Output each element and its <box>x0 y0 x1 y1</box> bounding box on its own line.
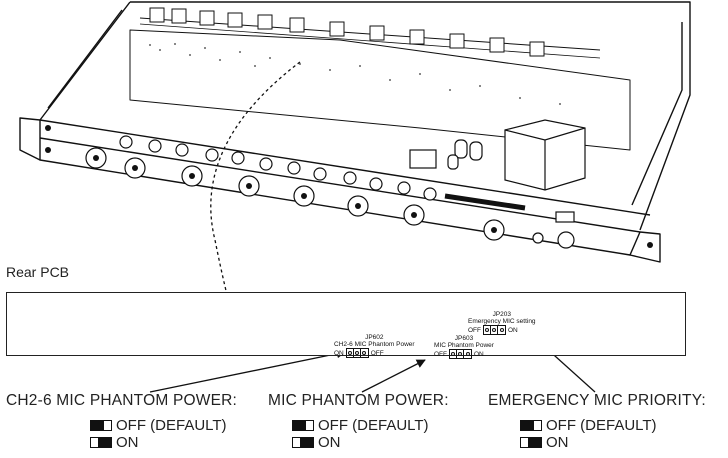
jumper-jp603-id: JP603 <box>454 335 474 342</box>
jumper-jp203-pins <box>483 325 506 335</box>
mic-phantom-callout-arrow <box>361 359 426 393</box>
ch2-6-option-off: OFF (DEFAULT) <box>90 417 227 434</box>
option-label: OFF (DEFAULT) <box>116 417 227 434</box>
ch2-6-phantom-title: CH2-6 MIC PHANTOM POWER: <box>6 392 238 409</box>
mic-phantom-option-off: OFF (DEFAULT) <box>292 417 429 434</box>
jumper-jp203-left-label: OFF <box>468 326 481 334</box>
jumper-jp602-pins <box>345 348 369 358</box>
jumper-jp203: JP203 Emergency MIC setting OFF ON <box>468 311 536 335</box>
jumper-jp203-id: JP203 <box>492 311 511 318</box>
jumper-jp602-left-label: ON <box>334 349 344 357</box>
jumper-jp602-id: JP602 <box>365 334 384 341</box>
option-label: ON <box>546 434 569 451</box>
rear-pcb-outline <box>6 292 686 356</box>
emergency-mic-title: EMERGENCY MIC PRIORITY: <box>488 392 706 409</box>
mic-phantom-title: MIC PHANTOM POWER: <box>268 392 449 409</box>
switch-off-icon <box>90 420 112 431</box>
amplifier-chassis-drawing <box>19 1 691 263</box>
jumper-jp603-pins <box>449 349 472 359</box>
emergency-option-on: ON <box>520 434 569 451</box>
switch-on-icon <box>90 437 112 448</box>
jumper-jp602-desc: CH2-6 MIC Phantom Power <box>334 341 415 348</box>
option-label: ON <box>116 434 139 451</box>
option-label: ON <box>318 434 341 451</box>
jumper-jp203-right-label: ON <box>508 326 518 334</box>
jumper-jp603-right-label: ON <box>474 350 484 358</box>
option-label: OFF (DEFAULT) <box>546 417 657 434</box>
switch-on-icon <box>292 437 314 448</box>
rear-pcb-label: Rear PCB <box>6 264 70 280</box>
jumper-jp603-left-label: OFF <box>434 350 447 358</box>
switch-off-icon <box>520 420 542 431</box>
ch2-6-callout-arrow <box>149 349 346 393</box>
jumper-jp602: JP602 CH2-6 MIC Phantom Power ON OFF <box>334 334 415 358</box>
jumper-jp603-desc: MIC Phantom Power <box>434 342 494 349</box>
option-label: OFF (DEFAULT) <box>318 417 429 434</box>
mic-phantom-option-on: ON <box>292 434 341 451</box>
jumper-jp602-right-label: OFF <box>370 349 384 357</box>
ch2-6-option-on: ON <box>90 434 139 451</box>
jumper-jp203-desc: Emergency MIC setting <box>468 318 536 325</box>
emergency-option-off: OFF (DEFAULT) <box>520 417 657 434</box>
switch-on-icon <box>520 437 542 448</box>
jumper-jp603: JP603 MIC Phantom Power OFF ON <box>434 335 494 359</box>
switch-off-icon <box>292 420 314 431</box>
